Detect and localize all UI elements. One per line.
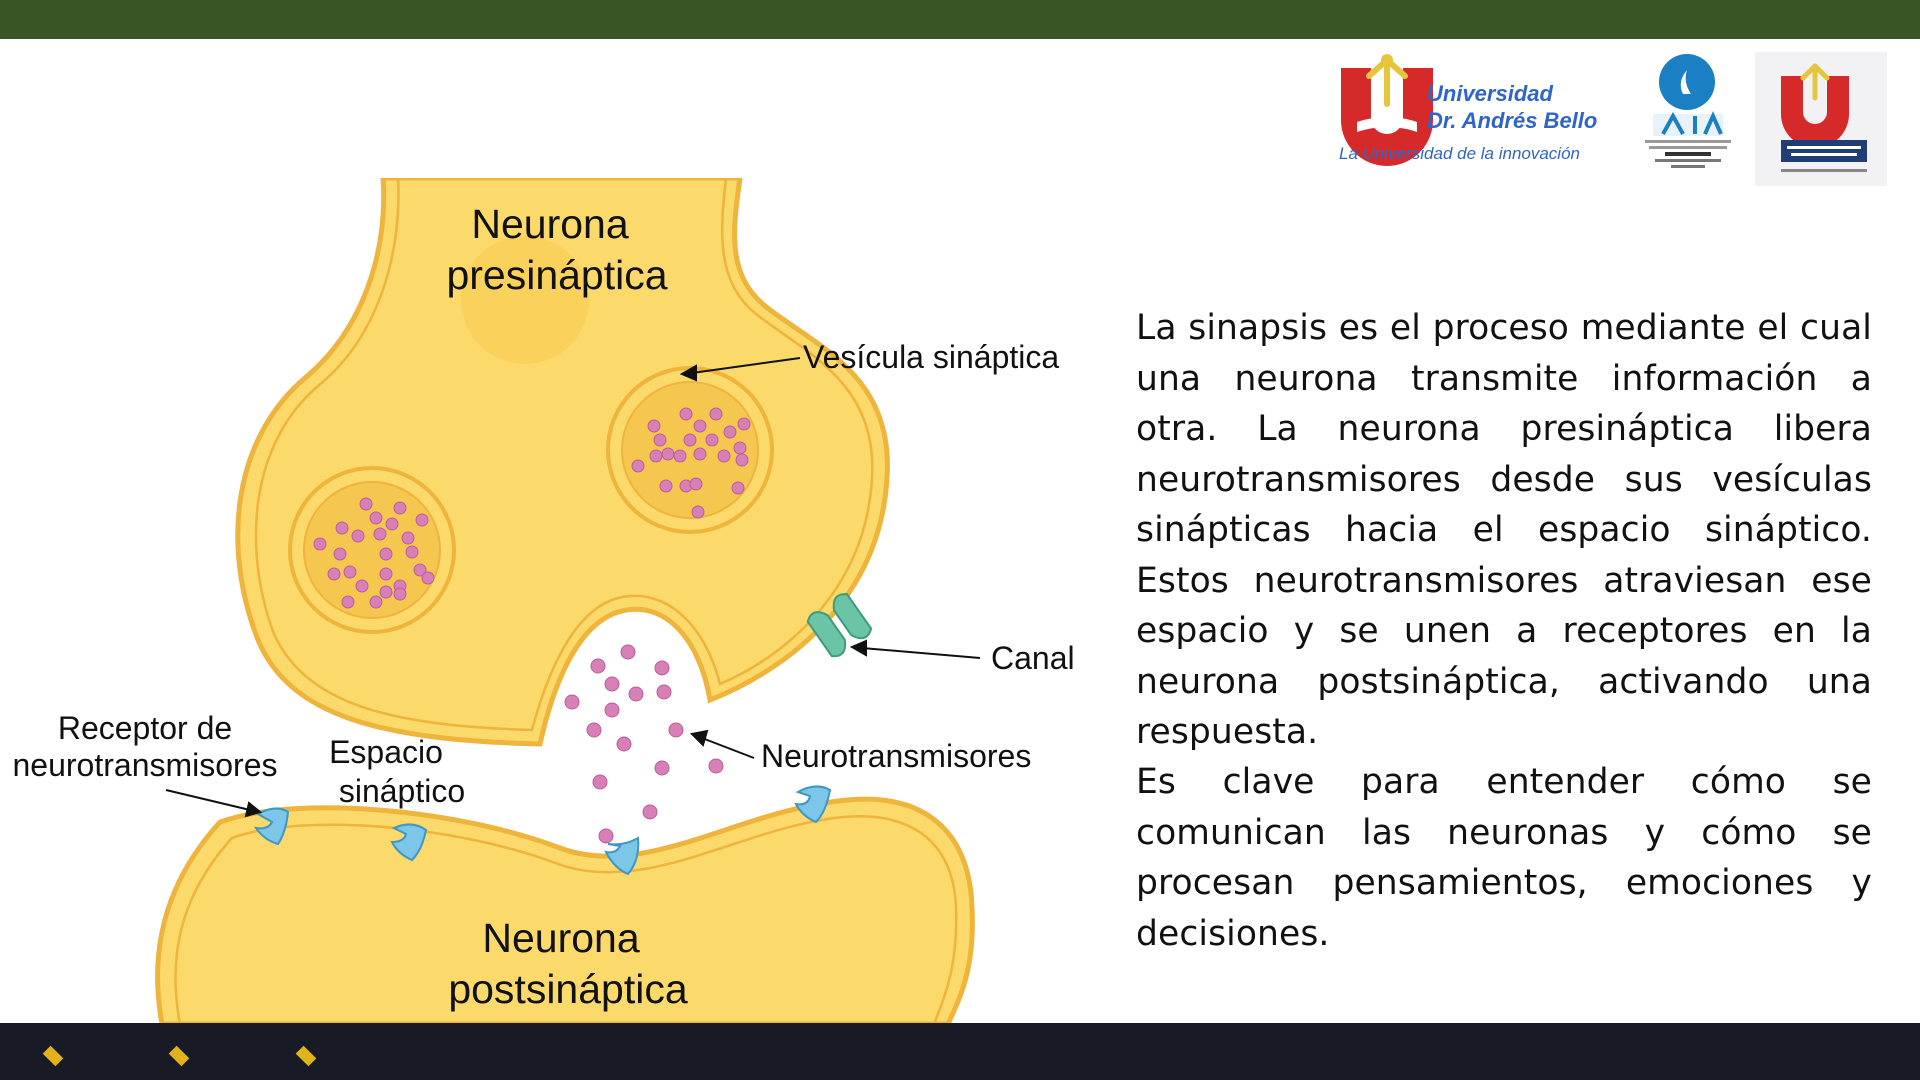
synaptic-vesicle-right <box>606 366 774 534</box>
cleft-label-line1: Espacio <box>329 734 443 770</box>
description-paragraph-2: Es clave para entender cómo se comunican… <box>1136 762 1872 954</box>
receptor-label-line1: Receptor de <box>58 710 232 746</box>
accreditation-logo <box>1645 54 1731 168</box>
university-logo <box>1341 54 1433 166</box>
presynaptic-label-line2: presináptica <box>446 252 667 298</box>
university-name-line1: Universidad <box>1427 81 1553 106</box>
label-arrows <box>165 357 981 818</box>
postsynaptic-label-line1: Neurona <box>482 915 639 961</box>
neurotransmitters-label: Neurotransmisores <box>761 738 1031 774</box>
description-paragraph-1: La sinapsis es el proceso mediante el cu… <box>1136 308 1872 752</box>
postsynaptic-neuron <box>155 796 975 1027</box>
presynaptic-label-line1: Neurona <box>471 201 628 247</box>
channel-label: Canal <box>991 640 1075 676</box>
university-tagline: La Universidad de la innovación <box>1339 144 1580 163</box>
postsynaptic-label-line2: postsináptica <box>448 966 688 1012</box>
faculty-logo <box>1755 52 1887 186</box>
cleft-label-line2: sináptico <box>339 773 465 809</box>
receptor-label-line2: neurotransmisores <box>13 747 278 783</box>
bottom-bar <box>0 1023 1920 1080</box>
synapse-diagram: Neurona presináptica Neurona postsinápti… <box>0 175 1110 1029</box>
logo-group: Universidad Dr. Andrés Bello La Universi… <box>1335 52 1887 186</box>
nucleus-highlight <box>461 236 589 364</box>
university-name-line2: Dr. Andrés Bello <box>1427 108 1597 133</box>
synaptic-vesicle-left <box>288 466 456 634</box>
receptor-proteins <box>253 785 832 876</box>
top-bar <box>0 0 1920 39</box>
channel-protein <box>806 593 873 658</box>
neurotransmitters-cleft <box>564 644 724 844</box>
vesicle-label: Vesícula sináptica <box>803 339 1059 375</box>
